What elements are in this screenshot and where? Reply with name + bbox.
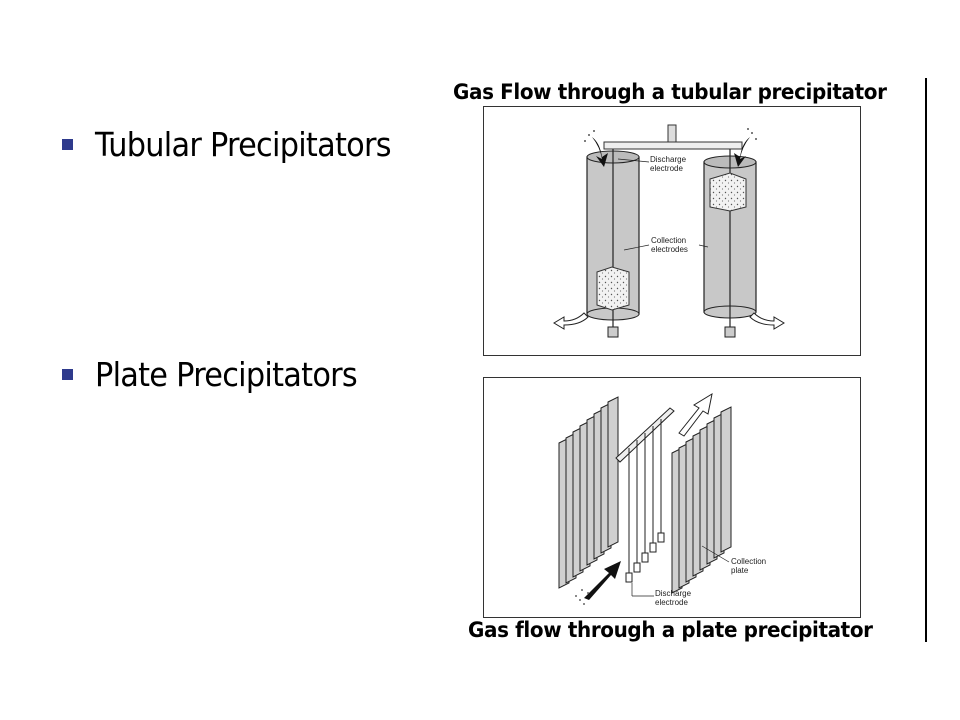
bullet-text: Plate Precipitators	[95, 355, 358, 394]
bullet-marker	[62, 139, 73, 150]
discharge-electrode-label: Discharge electrode	[655, 589, 693, 607]
divider-line	[925, 78, 927, 642]
bullet-tubular: Tubular Precipitators	[62, 125, 417, 164]
bullet-text: Tubular Precipitators	[95, 125, 392, 164]
plate-precipitator-diagram: Collection plate Discharge electrode	[558, 392, 768, 607]
plate-precipitator-figure: Collection plate Discharge electrode	[483, 377, 861, 618]
inlet-arrow-icon	[592, 137, 608, 167]
inlet-arrow-icon	[734, 137, 750, 167]
right-tube	[703, 149, 757, 338]
inlet-arrow-icon	[575, 561, 621, 605]
right-plate-bank	[671, 406, 732, 594]
support-stem	[667, 124, 677, 144]
discharge-electrode-label: Discharge electrode	[650, 155, 688, 173]
outlet-arrow-icon	[553, 312, 589, 330]
discharge-electrode-frame	[615, 407, 675, 583]
bullet-plate: Plate Precipitators	[62, 355, 380, 394]
bullet-marker	[62, 369, 73, 380]
collection-electrodes-label: Collection electrodes	[651, 236, 688, 254]
tubular-figure-caption: Gas Flow through a tubular precipitator	[453, 80, 887, 104]
tubular-precipitator-diagram: Discharge electrode Collection electrode…	[553, 124, 785, 338]
collection-plate-label: Collection plate	[731, 557, 768, 575]
outlet-arrow-icon	[749, 312, 785, 330]
left-plate-bank	[558, 396, 619, 589]
outlet-arrow-icon	[678, 392, 713, 437]
support-bar	[603, 141, 743, 150]
plate-figure-caption: Gas flow through a plate precipitator	[468, 618, 873, 642]
left-tube	[586, 149, 640, 338]
tubular-precipitator-figure: Discharge electrode Collection electrode…	[483, 106, 861, 356]
